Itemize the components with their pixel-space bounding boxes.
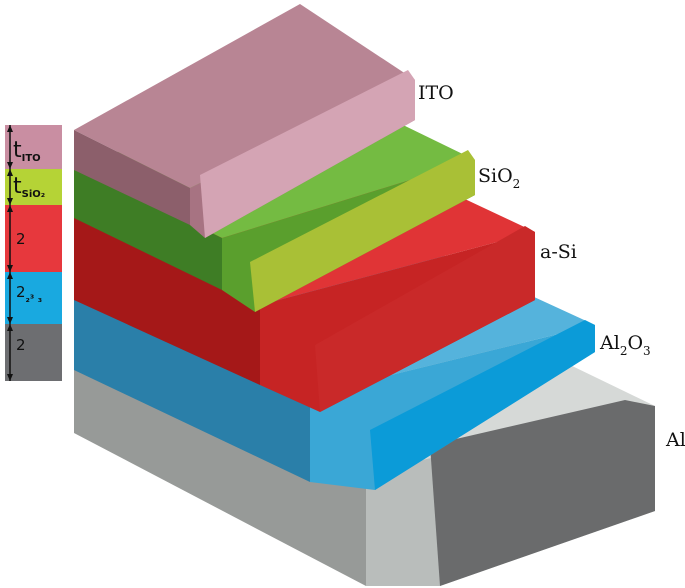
label-ito: ITO xyxy=(418,82,454,104)
label-al: Al xyxy=(665,429,685,451)
label-al2o3-tail: O xyxy=(627,332,643,354)
legend-label-sio2: tSiO₂ xyxy=(13,174,45,200)
legend-label-al2o3: 2₂³ ₃ xyxy=(16,283,42,305)
label-al2o3-sub: 2 xyxy=(620,344,628,358)
legend-swatch-ito xyxy=(5,125,62,169)
label-al2o3: Al2O3 xyxy=(599,332,651,358)
legend-swatch-al2o3 xyxy=(5,272,62,324)
label-sio2-main: SiO xyxy=(478,165,513,187)
legend-label-ito: tITO xyxy=(13,138,41,164)
ito-layer xyxy=(74,4,415,238)
label-sio2-sub: 2 xyxy=(513,177,521,191)
label-asi: a-Si xyxy=(540,241,577,263)
thickness-legend: tITO tSiO₂ 2 2₂³ ₃ 2 xyxy=(5,125,62,381)
label-al2o3-main: Al xyxy=(599,332,620,354)
label-al2o3-sub2: 3 xyxy=(643,344,651,358)
legend-swatch-asi xyxy=(5,205,62,272)
legend-label-al: 2 xyxy=(16,336,26,354)
legend-label-asi: 2 xyxy=(16,230,26,248)
legend-arrow-heads xyxy=(7,125,13,381)
legend-swatch-al xyxy=(5,324,62,381)
legend-swatch-sio2 xyxy=(5,169,62,205)
label-sio2: SiO2 xyxy=(478,165,520,191)
